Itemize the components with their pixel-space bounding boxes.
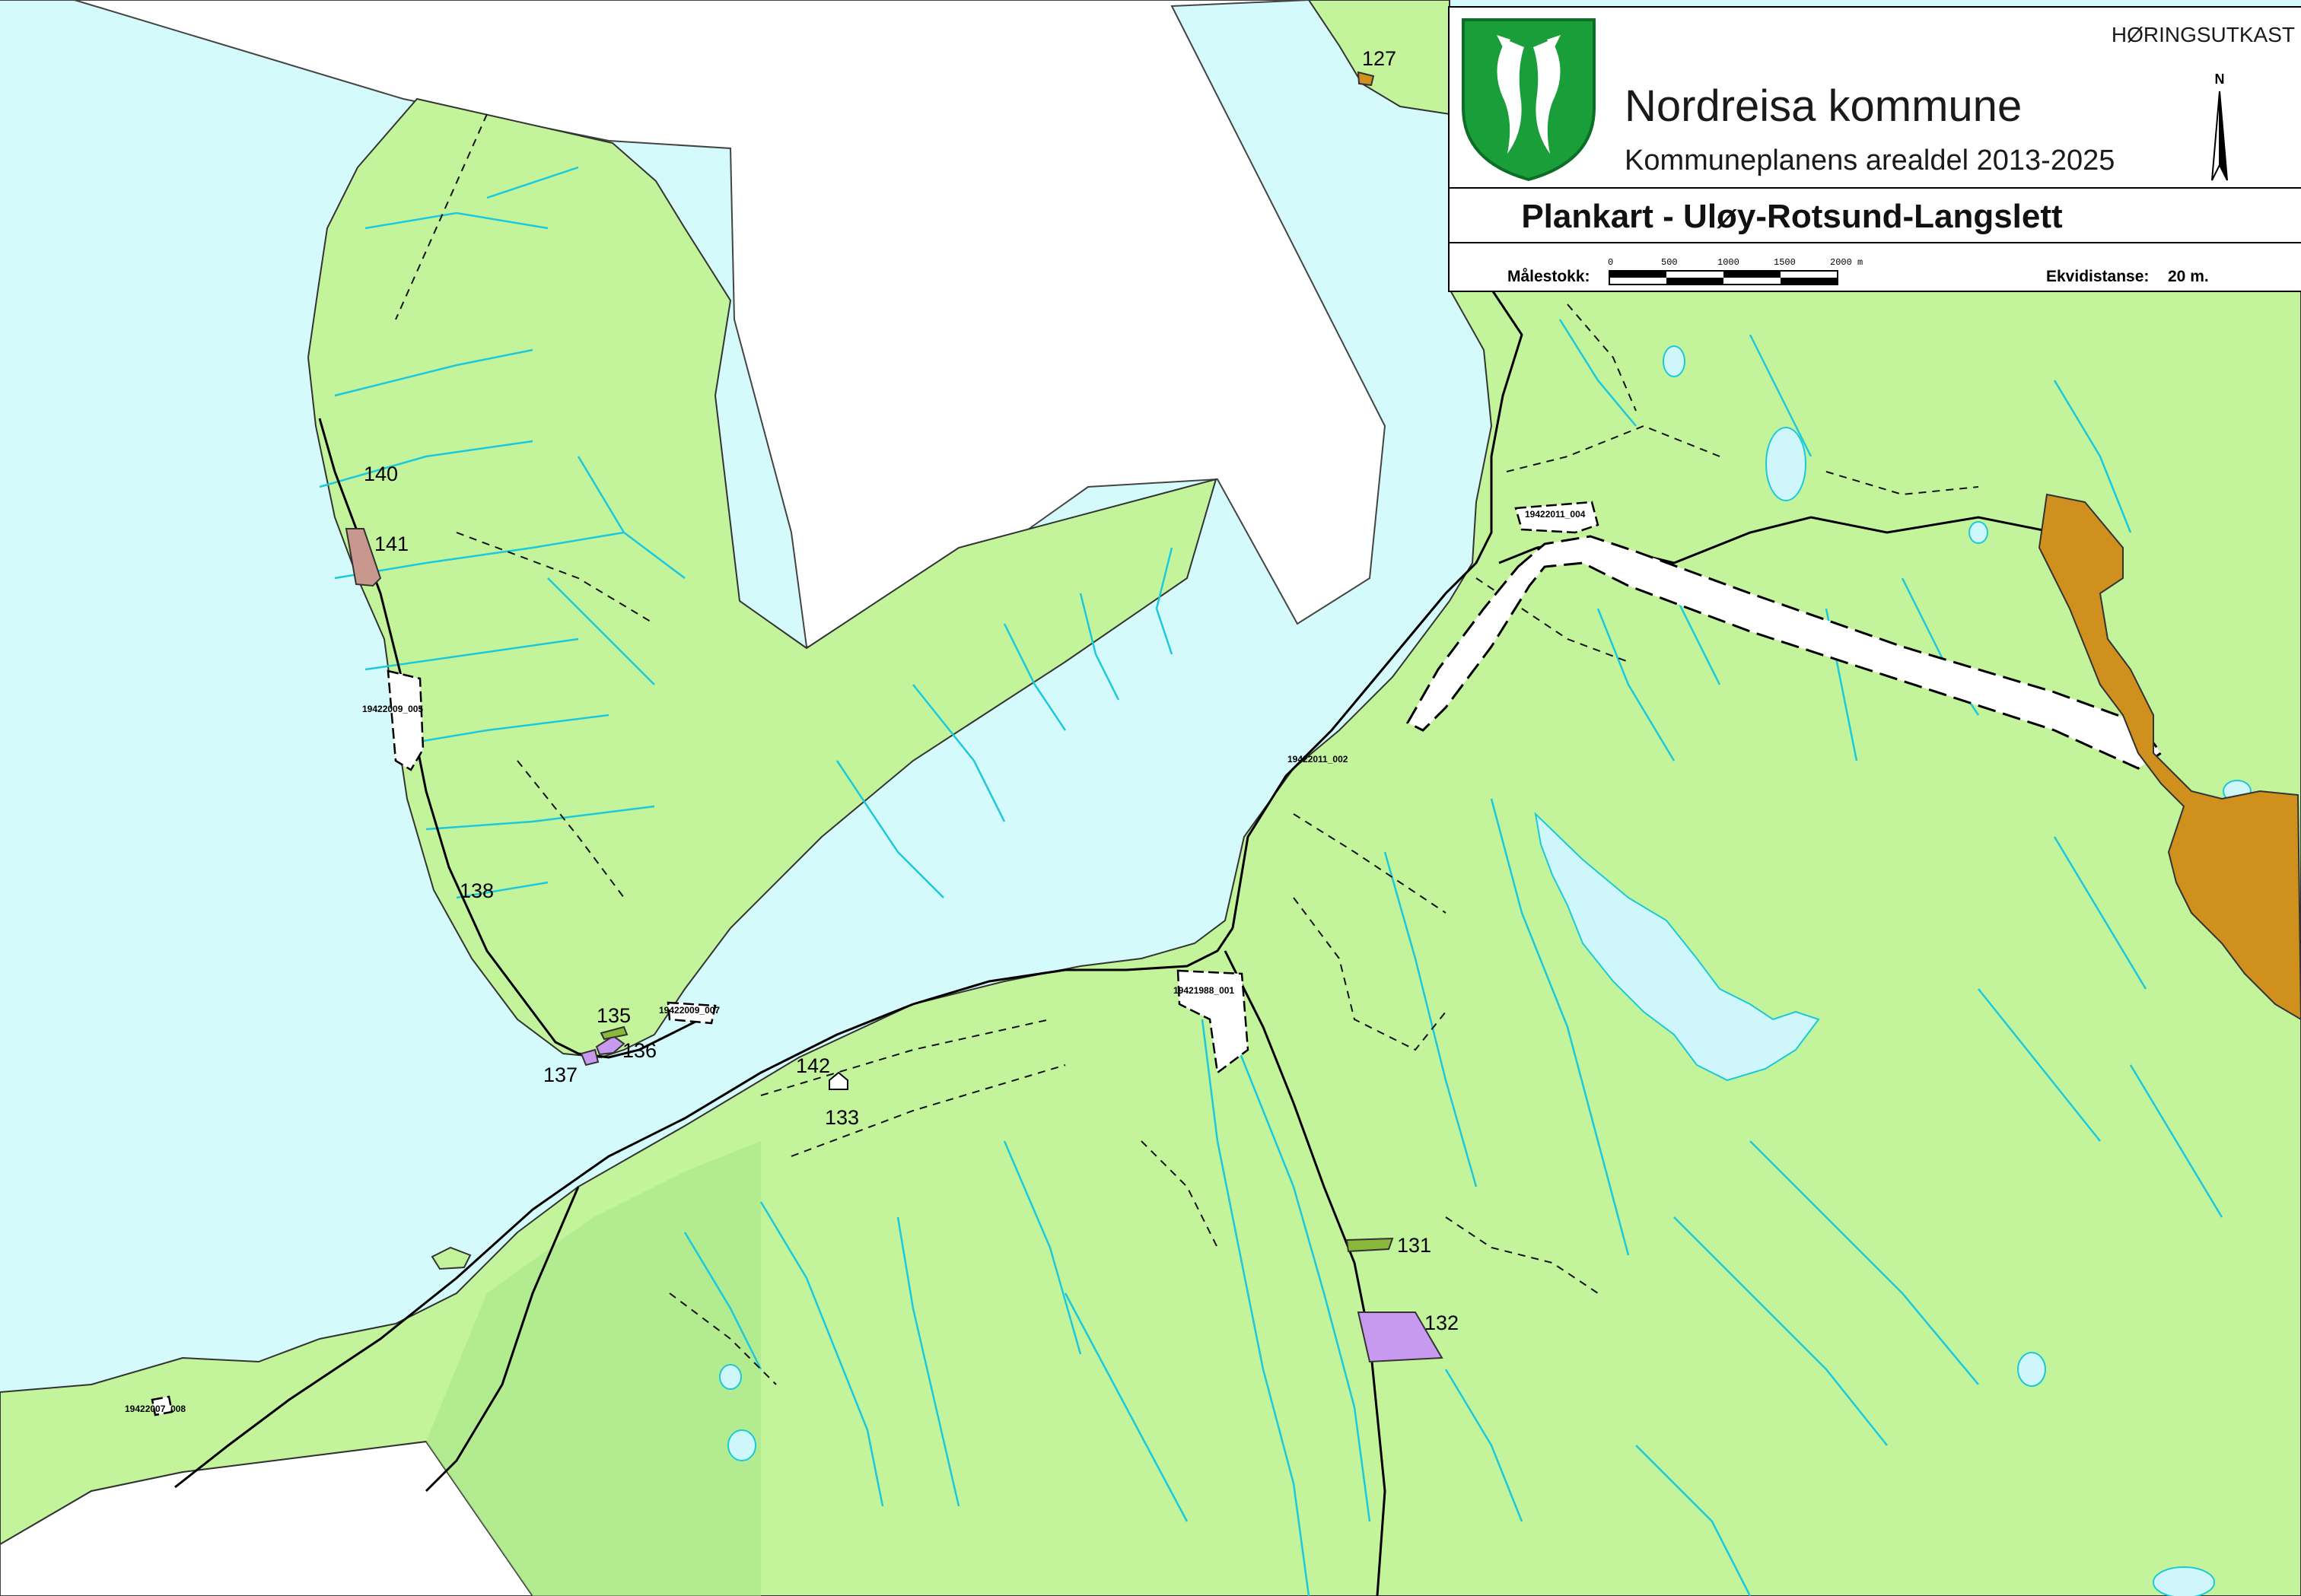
scale-tick-label: 500 [1661, 257, 1678, 268]
lake-east-1 [2017, 1352, 2046, 1387]
road-south [1224, 950, 1386, 1596]
property-id-label: 19421988_001 [1173, 985, 1234, 996]
map-title: Plankart - Uløy-Rotsund-Langslett [1521, 198, 2063, 235]
plan-label: 131 [1397, 1234, 1431, 1257]
property-id-label: 19422009_007 [659, 1005, 720, 1016]
lake-south-2 [727, 1429, 756, 1461]
western-peninsula [307, 97, 1217, 1059]
contour-interval-value: 20 m. [2168, 268, 2209, 285]
small-island [431, 1246, 472, 1270]
road-north [1231, 288, 1523, 929]
zone-141 [345, 528, 382, 587]
zone-132 [1357, 1311, 1443, 1363]
title-block-header: HØRINGSUTKAST Nordreisa kommune Kommunep… [1450, 8, 2301, 189]
zone-137 [580, 1048, 600, 1067]
plan-numbers: 127 140 141 138 135 136 137 142 133 131 … [364, 47, 1459, 1334]
scale-label: Målestokk: [1507, 268, 1590, 285]
plan-label: 132 [1424, 1311, 1459, 1334]
plan-label: 138 [460, 879, 494, 902]
property-id-label: 19422011_004 [1525, 509, 1586, 520]
power-line-corridor [1405, 535, 2163, 770]
plan-label: 136 [622, 1039, 657, 1062]
plan-label: 141 [374, 533, 409, 555]
contour-interval-label: Ekvidistanse: [2046, 268, 2150, 285]
lake-south-1 [719, 1364, 742, 1390]
municipality-name: Nordreisa kommune [1625, 81, 2023, 131]
title-block: HØRINGSUTKAST Nordreisa kommune Kommunep… [1448, 6, 2301, 292]
plan-label: 140 [364, 463, 398, 485]
scale-tick-label: 1500 [1774, 257, 1796, 268]
plan-label: 127 [1362, 47, 1396, 70]
plan-label: 133 [825, 1106, 859, 1129]
title-block-title-row: Plankart - Uløy-Rotsund-Langslett [1450, 187, 2301, 243]
north-arrow-icon: N [2211, 72, 2228, 181]
road-coastal [174, 927, 1234, 1489]
property-id-label: 19422011_002 [1287, 754, 1348, 765]
property-ids: 19422011_004 19422009_005 19422011_002 1… [125, 509, 1586, 1414]
zone-135 [600, 1025, 629, 1041]
lake-east-2 [2153, 1566, 2215, 1596]
forest-zone [426, 1141, 761, 1596]
scale-tick-label: 1000 [1717, 257, 1739, 268]
plan-label: 137 [543, 1063, 578, 1086]
zone-127 [1357, 71, 1375, 87]
north-label: N [2215, 72, 2225, 87]
settlement-area [2038, 493, 2301, 1021]
property-id-label: 19422007_008 [125, 1404, 186, 1414]
lake-north-3 [1968, 521, 1988, 544]
zone-131 [1345, 1237, 1394, 1253]
title-block-scale-row: Målestokk: 0 500 1000 1500 2000 m Ekvidi… [1450, 242, 2301, 292]
property-id-label: 19422009_005 [362, 704, 423, 714]
status-label: HØRINGSUTKAST [2111, 23, 2295, 46]
plan-name: Kommuneplanens arealdel 2013-2025 [1625, 145, 2115, 176]
lake-north-1 [1765, 427, 1806, 501]
scale-tick-label: 0 [1608, 257, 1613, 268]
northeast-land-strip [1307, 0, 1450, 116]
building-142 [829, 1071, 848, 1090]
road-southwest [425, 1186, 580, 1493]
plan-label: 135 [597, 1004, 631, 1027]
scale-tick-label: 2000 m [1830, 257, 1863, 268]
property-outlines [151, 501, 1599, 1416]
plan-label: 142 [796, 1054, 830, 1077]
municipal-crest-icon [1462, 18, 1596, 182]
lake-north-2 [1663, 345, 1685, 377]
scale-bar: 0 500 1000 1500 2000 m [1608, 257, 1863, 285]
lake-large [1534, 812, 1820, 1082]
